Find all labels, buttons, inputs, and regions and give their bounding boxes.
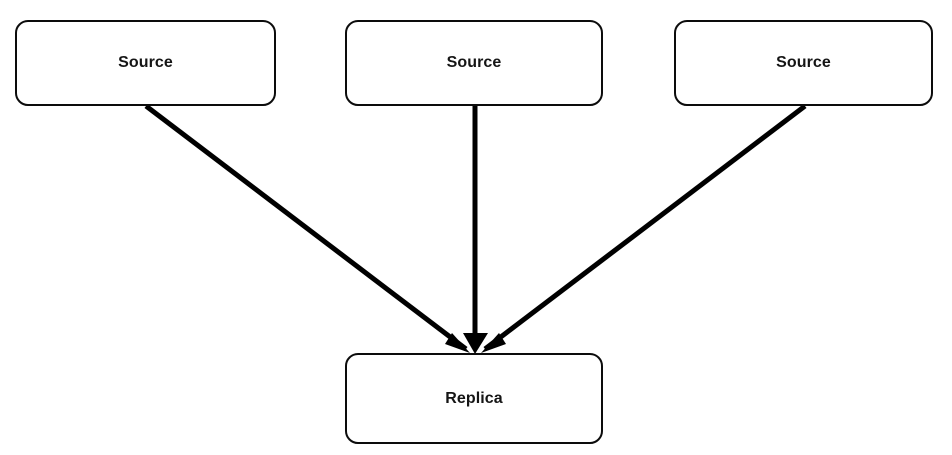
- arrowhead-icon: [481, 333, 506, 353]
- edge-source-2-to-replica: [463, 106, 488, 354]
- node-replica[interactable]: Replica: [345, 353, 603, 444]
- edge-source-3-to-replica: [481, 104, 807, 353]
- node-source-2-label: Source: [446, 54, 502, 71]
- node-source-3[interactable]: Source: [674, 20, 933, 106]
- edge-line: [483, 104, 807, 351]
- node-source-2[interactable]: Source: [345, 20, 603, 106]
- arrowhead-icon: [445, 333, 470, 353]
- node-replica-label: Replica: [445, 389, 503, 407]
- edge-line: [144, 104, 468, 351]
- node-source-1[interactable]: Source: [15, 20, 276, 106]
- edge-source-1-to-replica: [144, 104, 470, 353]
- node-source-3-label: Source: [776, 54, 831, 71]
- arrowhead-icon: [463, 333, 488, 354]
- node-source-1-label: Source: [118, 54, 173, 71]
